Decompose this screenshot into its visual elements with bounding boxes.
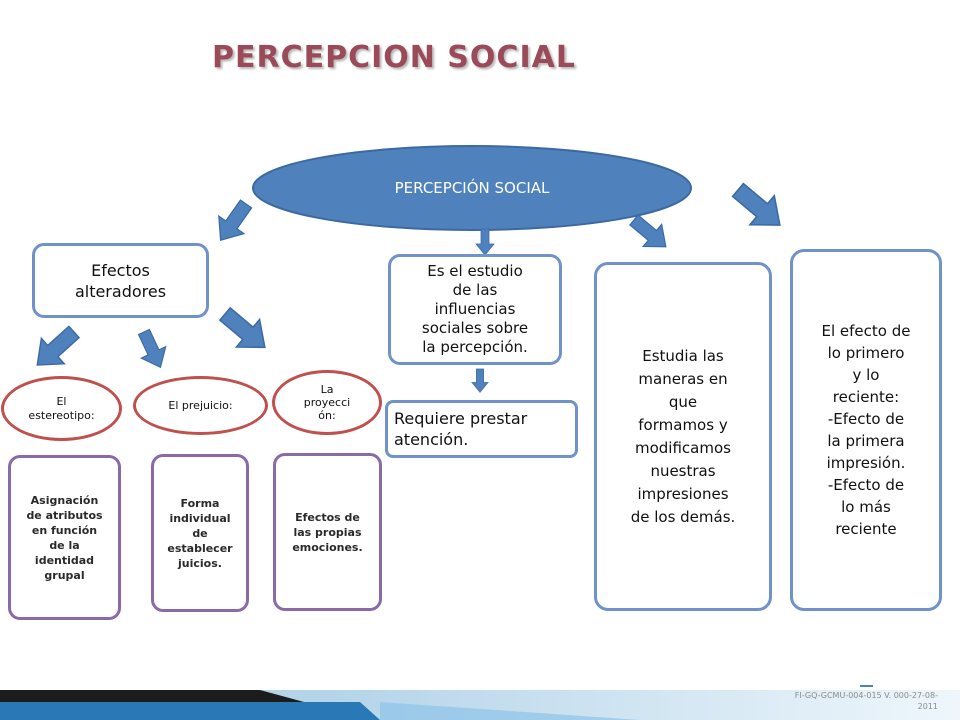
- arrow-to-estudio: [475, 228, 495, 256]
- footer-band: [0, 690, 960, 720]
- footer-document-code: FI-GQ-GCMU-004-015 V. 000-27-08- 2011: [794, 691, 938, 711]
- arrow-to-prejuicio: [131, 325, 174, 374]
- node-prejuicio: El prejuicio:: [133, 376, 268, 435]
- node-estudio-influencias: Es el estudio de las influencias sociale…: [388, 254, 562, 365]
- node-efecto-primero: El efecto de lo primero y lo reciente: -…: [790, 249, 942, 611]
- central-node-label: PERCEPCIÓN SOCIAL: [394, 179, 550, 197]
- node-efectos-alteradores: Efectos alteradores: [32, 243, 209, 318]
- node-asignacion: Asignación de atributos en función de la…: [8, 455, 121, 620]
- arrow-to-proyeccion: [212, 299, 278, 362]
- arrow-to-requiere: [471, 368, 489, 393]
- arrow-to-efecto-primero: [725, 174, 793, 241]
- arrow-to-estereotipo: [25, 318, 87, 379]
- node-estudia-maneras: Estudia las maneras en que formamos y mo…: [594, 262, 772, 611]
- central-oval: [252, 145, 692, 231]
- arrow-to-efectos: [207, 194, 260, 250]
- node-efectos-emociones: Efectos de las propias emociones.: [273, 453, 382, 611]
- node-estereotipo: El estereotipo:: [1, 376, 122, 441]
- page-title: PERCEPCION SOCIAL: [212, 40, 576, 75]
- node-proyeccion: La proyecci ón:: [272, 370, 382, 435]
- node-forma-individual: Forma individual de establecer juicios.: [151, 454, 249, 612]
- node-requiere-atencion: Requiere prestar atención.: [385, 400, 578, 458]
